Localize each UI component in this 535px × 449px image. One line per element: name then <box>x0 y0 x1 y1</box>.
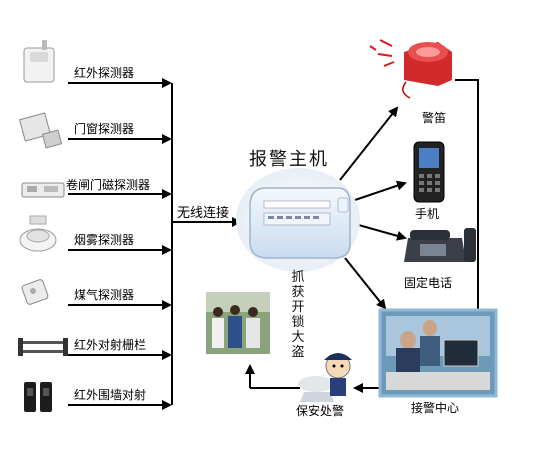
gas-detector-icon <box>21 279 49 305</box>
page-title: 报警主机 <box>249 149 329 170</box>
arrest-photo <box>206 292 270 354</box>
detector-label-shutter: 卷闸门磁探测器 <box>66 178 151 192</box>
security-guard-icon <box>298 353 352 402</box>
mobile-phone-icon <box>413 141 445 203</box>
output-label-landline: 固定电话 <box>404 276 453 290</box>
arrest-label: 抓获开锁大盗 <box>291 270 305 360</box>
hub-arrows <box>339 106 407 310</box>
alarm-center-photo <box>378 308 498 398</box>
infrared-wall-beam-icon <box>24 382 52 412</box>
detector-label-door-window: 门窗探测器 <box>74 122 135 136</box>
door-window-sensor-icon <box>18 112 63 149</box>
shutter-magnet-sensor-icon <box>21 182 65 198</box>
detector-label-pir: 红外探测器 <box>74 66 135 80</box>
landline-phone-icon <box>404 228 476 262</box>
detector-label-gas: 煤气探测器 <box>74 288 135 302</box>
siren-icon <box>369 39 452 99</box>
detector-arrows <box>68 78 242 410</box>
detector-label-beam-fence: 红外对射栅栏 <box>74 338 147 352</box>
output-label-alarm-center: 接警中心 <box>411 401 460 415</box>
alarm-host-panel-icon <box>249 187 351 259</box>
output-label-mobile: 手机 <box>415 207 440 221</box>
wireless-connection-label: 无线连接 <box>177 206 230 221</box>
detector-label-smoke: 烟雾探测器 <box>74 233 135 247</box>
smoke-detector-icon <box>19 215 57 252</box>
output-label-siren: 警笛 <box>422 111 447 125</box>
pir-sensor-icon <box>23 40 55 83</box>
infrared-beam-fence-icon <box>18 338 68 356</box>
detector-label-wall-beam: 红外围墙对射 <box>74 388 147 402</box>
dispatch-arrows <box>245 364 380 393</box>
security-dispatch-label: 保安处警 <box>296 404 345 418</box>
